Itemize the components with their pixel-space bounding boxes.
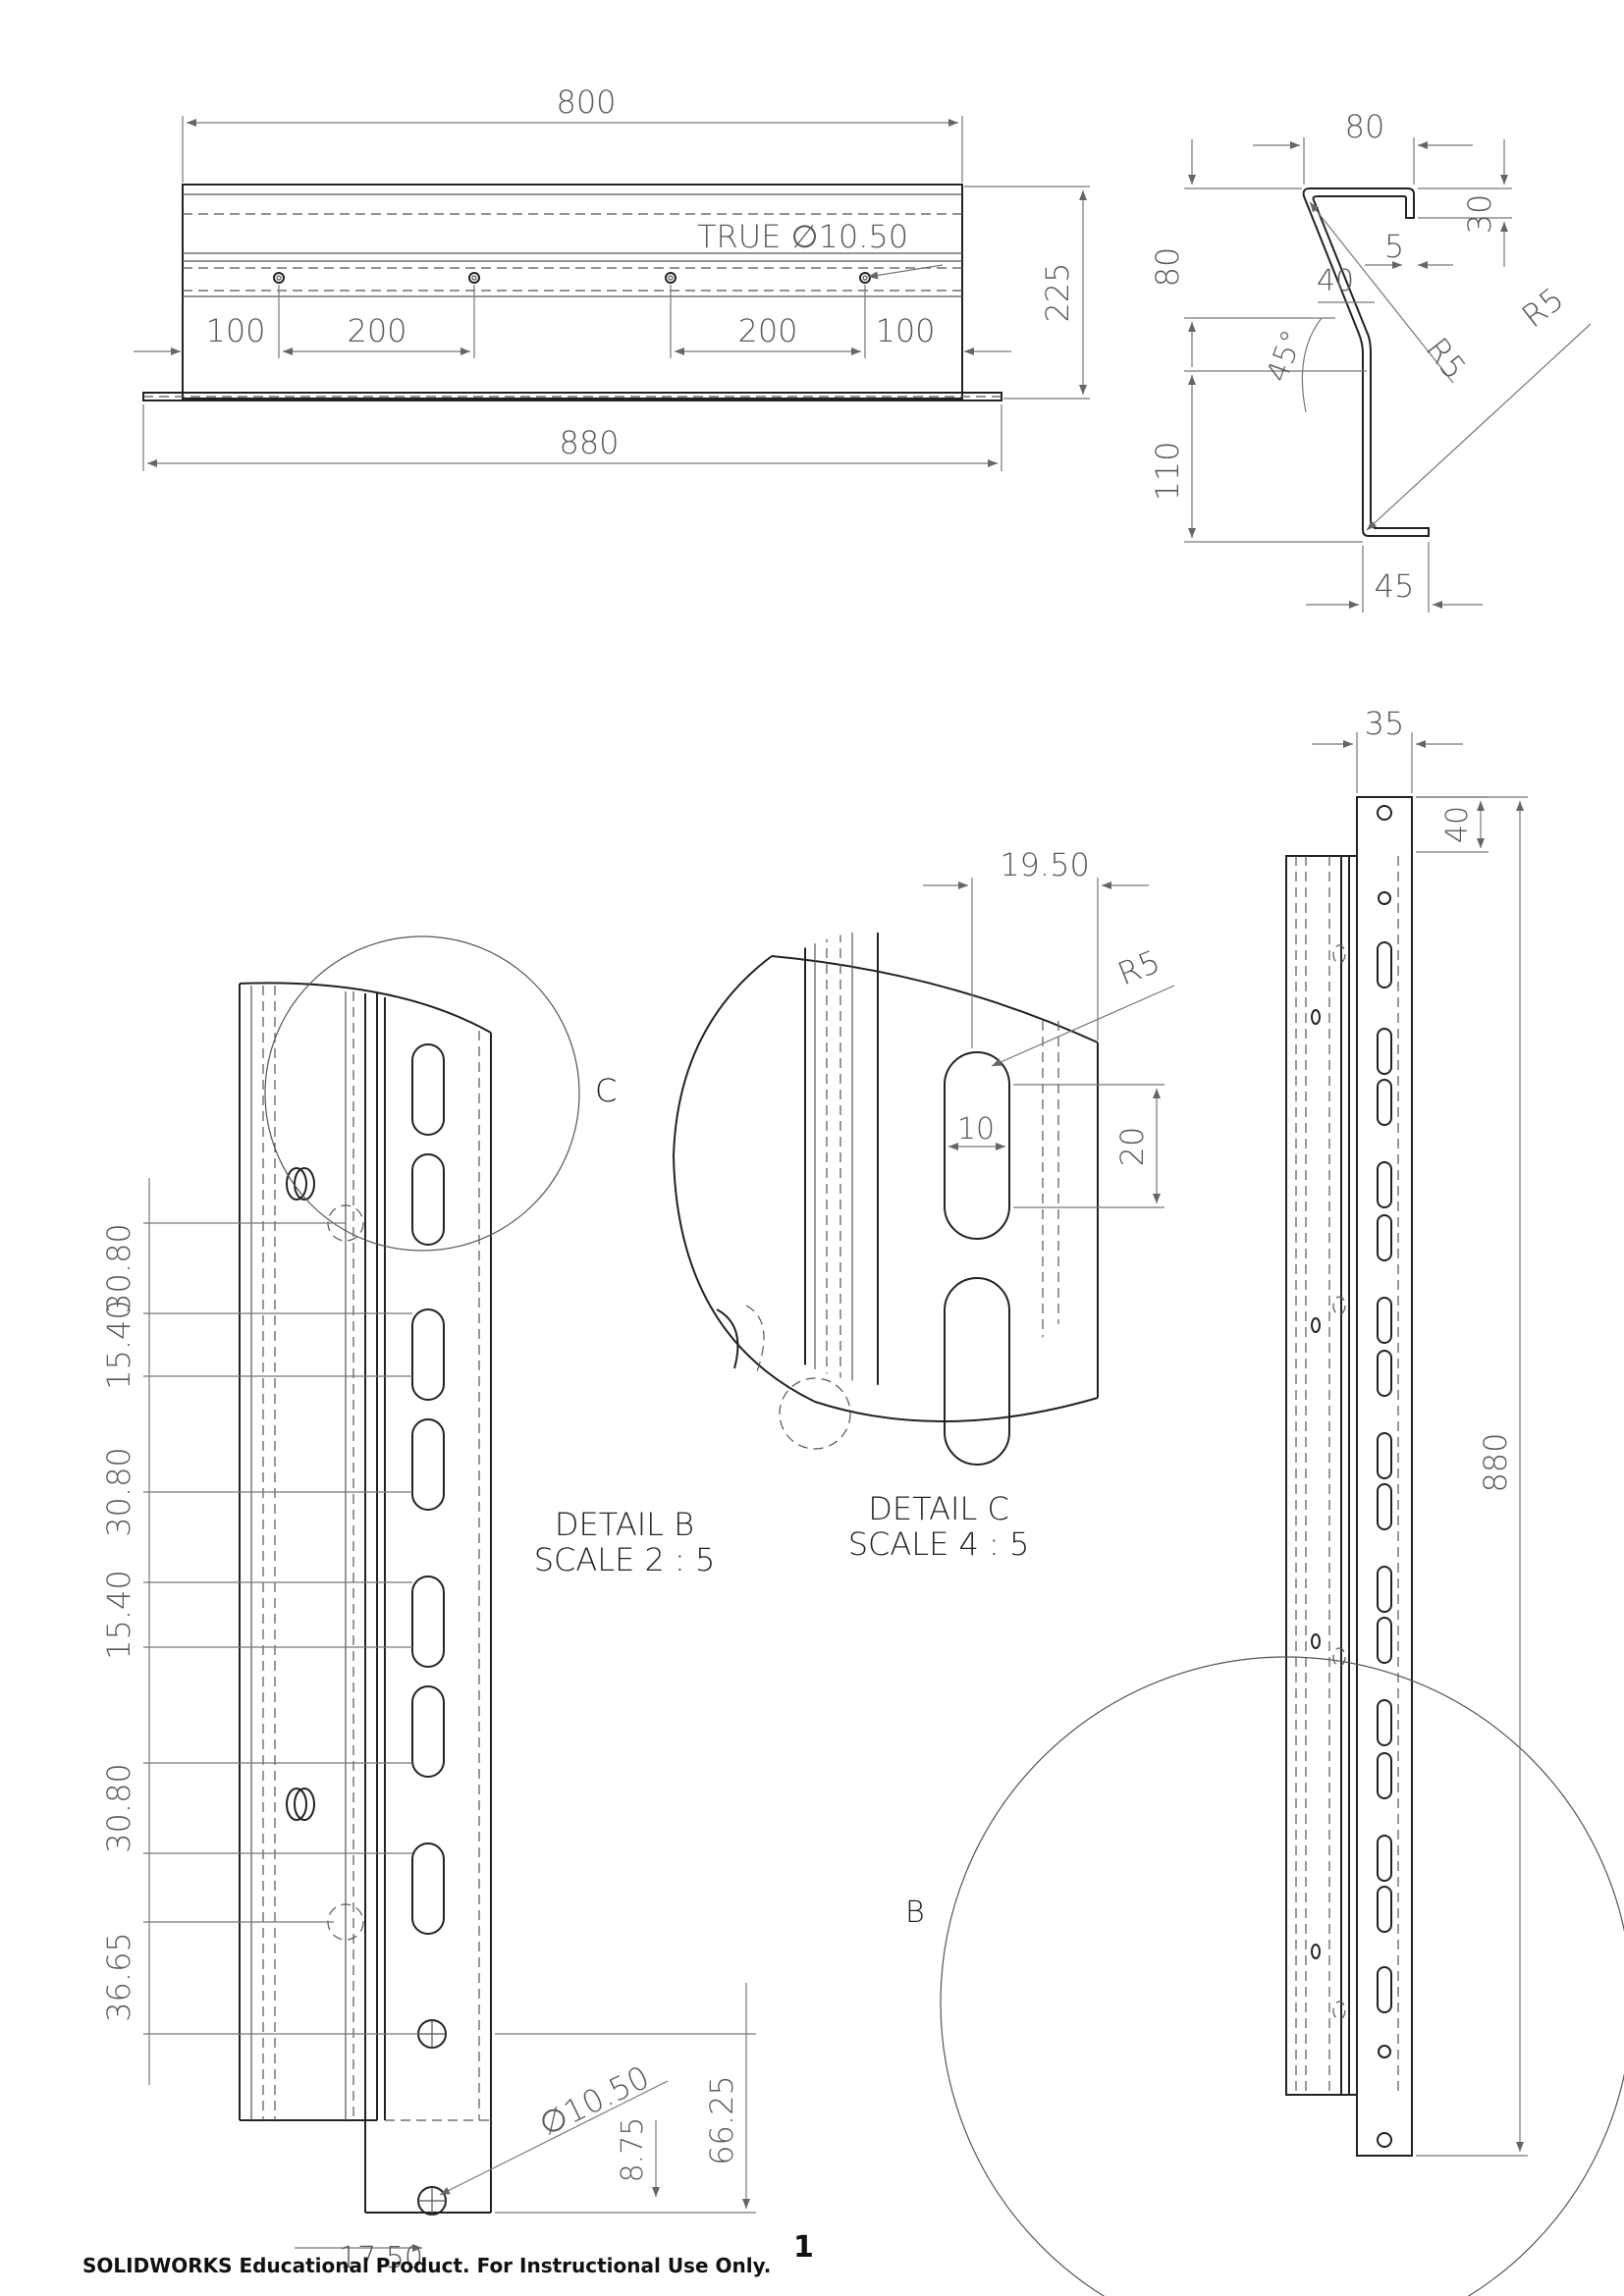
- dim-b-66-25: 66.25: [703, 2075, 740, 2165]
- dim-c-10: 10: [957, 1112, 995, 1147]
- dim-section-80-left: 80: [1149, 247, 1186, 288]
- detail-c-title: DETAIL C: [868, 1490, 1009, 1527]
- dim-pitch-200-left: 200: [347, 312, 406, 349]
- dim-section-30: 30: [1461, 194, 1498, 235]
- dim-hole-note: TRUE ∅10.50: [697, 218, 908, 255]
- front-view-holes: [273, 272, 871, 284]
- dim-section-110: 110: [1149, 441, 1186, 501]
- dim-225: 225: [1039, 262, 1076, 322]
- dim-section-80-top: 80: [1345, 108, 1385, 145]
- detail-marker-c: C: [595, 1072, 617, 1109]
- dim-right-880: 880: [1477, 1432, 1514, 1492]
- right-view-bolt-holes: [1311, 944, 1346, 2020]
- detail-circle-c: [264, 935, 580, 1252]
- right-view-web: [1285, 855, 1342, 2096]
- dim-b-17-50: 17.50: [339, 2241, 423, 2275]
- dim-800: 800: [556, 83, 616, 121]
- dim-edge-100-left: 100: [205, 312, 265, 349]
- front-view: 800 TRUE ∅10.50 225 100 200 200 100 880: [134, 83, 1090, 471]
- section-profile: [1302, 187, 1430, 537]
- detail-b-title: DETAIL B: [555, 1506, 694, 1543]
- dim-edge-100-right: 100: [875, 312, 935, 349]
- dim-b-8-75: 8.75: [616, 2117, 650, 2183]
- dim-section-45: 45: [1375, 567, 1415, 605]
- detail-b-bolt-holes: [286, 1167, 364, 1941]
- sheet-number: 1: [793, 2230, 814, 2265]
- dim-section-40: 40: [1317, 264, 1354, 298]
- dim-c-19-50: 19.50: [1000, 846, 1090, 883]
- dim-section-r5-inner: R5: [1419, 331, 1474, 387]
- dim-section-r5-outer: R5: [1515, 280, 1571, 335]
- detail-b-scale: SCALE 2 : 5: [534, 1541, 716, 1578]
- detail-b-slots: [411, 1043, 445, 1935]
- detail-c-scale: SCALE 4 : 5: [848, 1525, 1030, 1563]
- dim-b-pitch-4: 15.40: [100, 1570, 137, 1660]
- dim-right-40: 40: [1440, 806, 1475, 843]
- dim-b-pitch-2: 15.40: [100, 1300, 137, 1390]
- dim-b-pitch-3: 30.80: [100, 1447, 137, 1537]
- detail-circle-b: [940, 1656, 1624, 2296]
- front-view-outline: [182, 184, 963, 400]
- dim-b-pitch-1: 30.80: [100, 1223, 137, 1313]
- dim-c-20: 20: [1113, 1127, 1151, 1167]
- detail-marker-b: B: [905, 1896, 925, 1930]
- dim-b-pitch-6: 36.65: [100, 1932, 137, 2022]
- detail-c-slot-bottom: [944, 1277, 1010, 1466]
- detail-b-pitch-extensions: [143, 1178, 418, 2085]
- dim-c-r5: R5: [1112, 942, 1165, 992]
- right-view-plate: [1356, 796, 1413, 2157]
- dim-right-35: 35: [1365, 705, 1405, 742]
- educational-watermark: SOLIDWORKS Educational Product. For Inst…: [82, 2254, 772, 2277]
- detail-c-break-outline: [672, 955, 1099, 1422]
- detail-c-slot-top: [944, 1051, 1010, 1240]
- detail-c-view: 19.50 R5 10 20 DETAIL C SCALE 4 : 5: [672, 846, 1175, 1563]
- dim-pitch-200-right: 200: [737, 312, 797, 349]
- right-view-slots: [1377, 941, 1392, 2013]
- dim-880-front: 880: [559, 424, 619, 461]
- dim-b-pitch-5: 30.80: [100, 1763, 137, 1853]
- right-view: B 35 40 880: [905, 705, 1624, 2296]
- dim-section-5: 5: [1384, 228, 1404, 265]
- detail-b-view: C 30.80 15.40 30.80 15.40 30.80 36.65 ∅1…: [100, 935, 756, 2275]
- section-view: 80 30 5 40 R5 R5 80 45° 110: [1149, 108, 1592, 613]
